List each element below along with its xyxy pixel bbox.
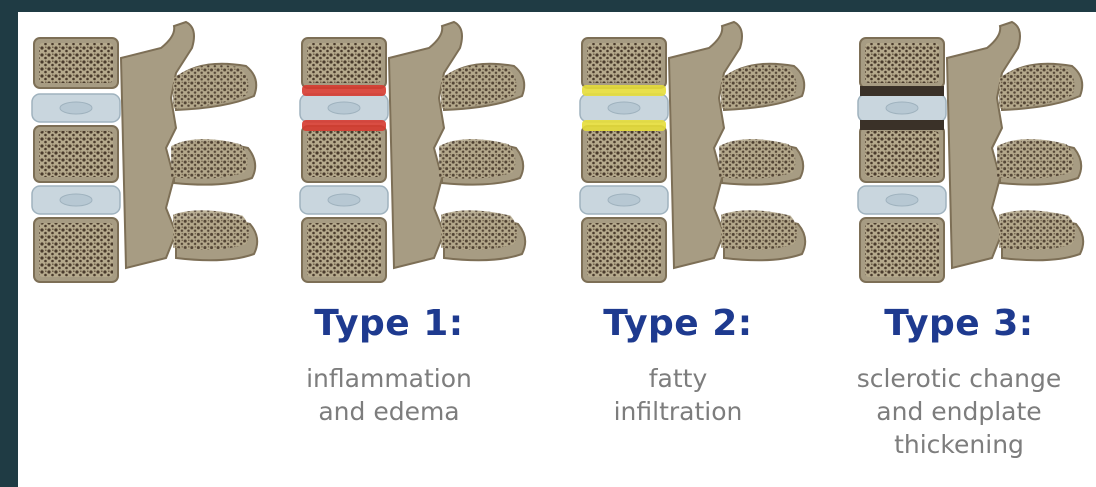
spinous-process-core xyxy=(439,139,515,179)
spine-type3-illustration xyxy=(852,18,1092,290)
cancellous-bone xyxy=(307,43,381,83)
nucleus-pulposus xyxy=(60,194,92,206)
nucleus-pulposus xyxy=(608,102,640,114)
endplate-upper xyxy=(302,85,386,96)
type3-description-line: thickening xyxy=(834,428,1084,461)
spinous-process-core xyxy=(721,210,797,249)
cancellous-bone xyxy=(865,43,939,83)
type1-description-line: and edema xyxy=(264,395,514,428)
spinous-process-core xyxy=(999,210,1075,249)
type2-description: fatty infiltration xyxy=(553,362,803,428)
nucleus-pulposus xyxy=(886,102,918,114)
nucleus-pulposus xyxy=(886,194,918,206)
cancellous-bone xyxy=(307,131,381,177)
type1-description-line: inflammation xyxy=(264,362,514,395)
spine-type2-illustration xyxy=(574,18,814,290)
type1-description: inflammation and edema xyxy=(264,362,514,428)
spinous-process-core xyxy=(171,139,247,179)
cancellous-bone xyxy=(39,43,113,83)
type1-title: Type 1: xyxy=(264,302,514,346)
cancellous-bone xyxy=(39,223,113,277)
type3-description-line: and endplate xyxy=(834,395,1084,428)
type1-caption: Type 1: inflammation and edema xyxy=(264,302,514,428)
spine-normal-illustration xyxy=(26,18,266,290)
cancellous-bone xyxy=(587,223,661,277)
endplate-lower xyxy=(302,120,386,131)
nucleus-pulposus xyxy=(328,102,360,114)
cancellous-bone xyxy=(587,43,661,83)
nucleus-pulposus xyxy=(60,102,92,114)
type2-caption: Type 2: fatty infiltration xyxy=(553,302,803,428)
spine-type1-illustration xyxy=(294,18,534,290)
spine-type2 xyxy=(574,18,814,290)
cancellous-bone xyxy=(39,131,113,177)
spinous-process-core xyxy=(997,139,1073,179)
cancellous-bone xyxy=(865,223,939,277)
cancellous-bone xyxy=(865,131,939,177)
endplate-lower xyxy=(582,120,666,131)
type2-description-line: infiltration xyxy=(553,395,803,428)
endplate-lower xyxy=(860,120,944,130)
spine-type1 xyxy=(294,18,534,290)
nucleus-pulposus xyxy=(608,194,640,206)
type2-description-line: fatty xyxy=(553,362,803,395)
spinous-process-core xyxy=(719,139,795,179)
type3-description: sclerotic change and endplate thickening xyxy=(834,362,1084,461)
spine-normal xyxy=(26,18,266,290)
cancellous-bone xyxy=(587,131,661,177)
type3-caption: Type 3: sclerotic change and endplate th… xyxy=(834,302,1084,461)
spinous-process-core xyxy=(441,210,517,249)
type2-title: Type 2: xyxy=(553,302,803,346)
type3-description-line: sclerotic change xyxy=(834,362,1084,395)
nucleus-pulposus xyxy=(328,194,360,206)
type3-title: Type 3: xyxy=(834,302,1084,346)
endplate-upper xyxy=(860,86,944,96)
spinous-process-core xyxy=(173,210,249,249)
endplate-upper xyxy=(582,85,666,96)
illustration-panel: Type 1: inflammation and edema Type 2: f… xyxy=(18,12,1096,487)
spine-type3 xyxy=(852,18,1092,290)
cancellous-bone xyxy=(307,223,381,277)
